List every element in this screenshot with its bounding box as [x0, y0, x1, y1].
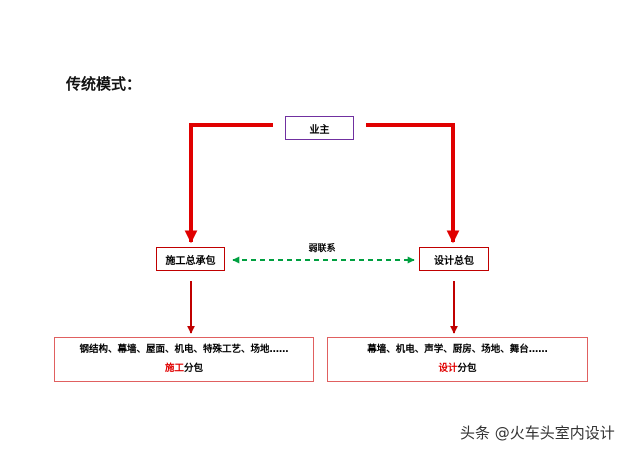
design-subcontract-node: 幕墙、机电、声学、厨房、场地、舞台…… 设计分包	[327, 337, 588, 382]
weak-link-label: 弱联系	[308, 244, 336, 254]
construction-subcontract-node: 钢结构、幕墙、屋面、机电、特殊工艺、场地…… 施工分包	[54, 337, 314, 382]
design-label-rest: 分包	[457, 362, 477, 374]
owner-to-general-contract-arrow	[184, 123, 273, 244]
design-highlight: 设计	[438, 362, 458, 374]
construction-label-rest: 分包	[184, 362, 204, 374]
owner-node: 业主	[285, 116, 354, 140]
diagram-title: 传统模式：	[66, 75, 142, 93]
construction-subcontract-title: 施工分包	[165, 360, 203, 378]
general-contract-node: 施工总承包	[156, 247, 225, 271]
design-subcontract-items: 幕墙、机电、声学、厨房、场地、舞台……	[367, 344, 548, 356]
construction-subcontract-items: 钢结构、幕墙、屋面、机电、特殊工艺、场地……	[79, 344, 289, 356]
owner-label: 业主	[309, 124, 330, 136]
owner-to-design-contract-arrow	[366, 123, 460, 244]
design-subcontract-title: 设计分包	[438, 360, 476, 378]
design-contract-label: 设计总包	[434, 255, 474, 267]
design-contract-node: 设计总包	[419, 247, 489, 271]
general-contract-label: 施工总承包	[165, 255, 216, 267]
watermark: 头条 @火车头室内设计	[460, 424, 615, 442]
construction-highlight: 施工	[164, 362, 184, 374]
